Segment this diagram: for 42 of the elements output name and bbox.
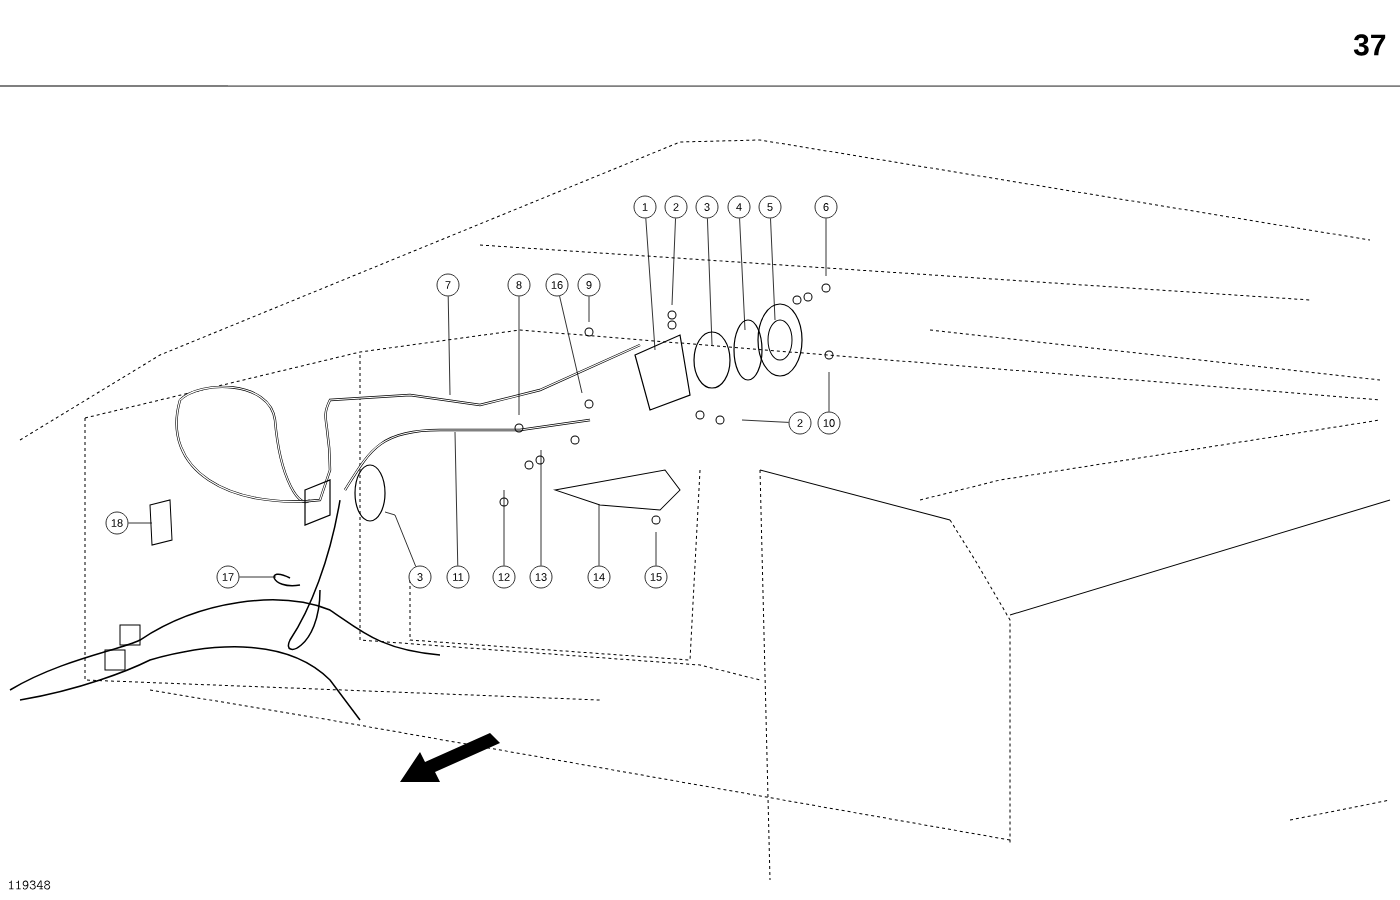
leader-line	[739, 218, 746, 331]
callout-number: 2	[664, 195, 688, 219]
leader-line	[671, 218, 676, 306]
leader-line	[447, 296, 451, 396]
callout-number: 16	[545, 273, 569, 297]
callout-number: 11	[446, 565, 470, 589]
leader-line	[588, 296, 590, 323]
callout-number: 6	[814, 195, 838, 219]
callout-number: 4	[727, 195, 751, 219]
leader-line	[128, 522, 153, 524]
leader-line	[825, 218, 827, 277]
callout-number: 13	[529, 565, 553, 589]
callout-number: 2	[788, 411, 812, 435]
leader-line	[598, 504, 600, 566]
page-number: 37	[1353, 34, 1386, 56]
leader-line	[828, 371, 830, 412]
callout-number: 8	[507, 273, 531, 297]
leader-line	[770, 218, 776, 321]
drawing-number: 119348	[9, 880, 51, 890]
callout-number: 3	[408, 565, 432, 589]
leader-line	[645, 218, 656, 351]
callout-number: 17	[216, 565, 240, 589]
leader-line	[741, 419, 790, 423]
callout-number: 1	[633, 195, 657, 219]
callout-number: 5	[758, 195, 782, 219]
leader-line	[707, 218, 713, 346]
leader-line	[540, 449, 542, 566]
callout-number: 7	[436, 273, 460, 297]
leader-line	[518, 296, 520, 416]
callout-number: 15	[644, 565, 668, 589]
leader-line	[559, 295, 583, 394]
callout-number: 9	[577, 273, 601, 297]
leader-line	[503, 489, 505, 566]
leader-line	[239, 576, 277, 578]
leader-line	[384, 511, 417, 567]
callout-number: 14	[587, 565, 611, 589]
callout-number: 18	[105, 511, 129, 535]
callout-number: 10	[817, 411, 841, 435]
leader-line	[655, 531, 657, 566]
callout-number: 3	[695, 195, 719, 219]
leader-line	[454, 431, 459, 566]
callout-number: 12	[492, 565, 516, 589]
